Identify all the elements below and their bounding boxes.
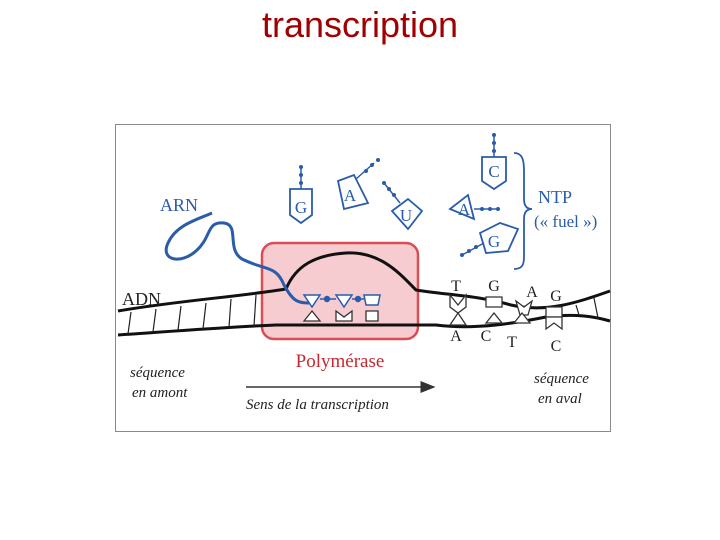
- dna-rungs-downstream: [575, 297, 599, 319]
- paired-nucleotides: [302, 294, 381, 309]
- dna-label: ADN: [122, 289, 161, 309]
- ntp-g-left: G: [289, 165, 313, 225]
- rna-strand: [164, 211, 315, 305]
- ntp-c-label: C: [488, 162, 499, 181]
- downstream-bottom-bases: [448, 311, 563, 331]
- top-base-3: A: [526, 284, 538, 301]
- bottom-base-1: A: [450, 328, 462, 345]
- ntp-c: C: [481, 133, 507, 191]
- downstream-top-bases: [449, 293, 563, 318]
- diagram-canvas: G A U A C G: [117, 133, 611, 413]
- ntp-g-right: G: [460, 222, 520, 257]
- template-nucleotides: [302, 309, 379, 322]
- ntp-a-top: A: [336, 158, 380, 211]
- downstream-label-line2: en aval: [538, 391, 582, 407]
- ntp-a-top-label: A: [344, 186, 357, 205]
- ntp-u: U: [382, 181, 424, 231]
- ntp-g-left-label: G: [295, 198, 307, 217]
- top-base-2: G: [488, 278, 500, 295]
- polymerase-label: Polymérase: [296, 351, 385, 372]
- dna-rungs-upstream: [127, 294, 257, 335]
- slide-title: transcription: [261, 4, 459, 45]
- ntp-g-right-label: G: [488, 232, 500, 251]
- ntp-u-label: U: [400, 206, 412, 225]
- bottom-base-4: C: [551, 338, 562, 355]
- upstream-label-line1: séquence: [130, 365, 185, 381]
- downstream-label-line1: séquence: [534, 371, 589, 387]
- ntp-a-right-label: A: [458, 200, 471, 219]
- top-base-1: T: [451, 278, 461, 295]
- upstream-label-line2: en amont: [132, 385, 188, 401]
- direction-label: Sens de la transcription: [246, 397, 389, 413]
- bottom-base-2: C: [481, 328, 492, 345]
- ntp-a-right: A: [448, 193, 500, 221]
- dna-bottom-strand: [117, 313, 611, 337]
- ntp-brace: [513, 152, 533, 270]
- bottom-base-3: T: [507, 334, 517, 351]
- transcription-diagram: G A U A C G: [115, 124, 611, 432]
- ntp-label: NTP: [538, 187, 572, 207]
- top-base-4: G: [550, 288, 562, 305]
- rna-label: ARN: [160, 195, 198, 215]
- ntp-note: (« fuel »): [534, 212, 597, 231]
